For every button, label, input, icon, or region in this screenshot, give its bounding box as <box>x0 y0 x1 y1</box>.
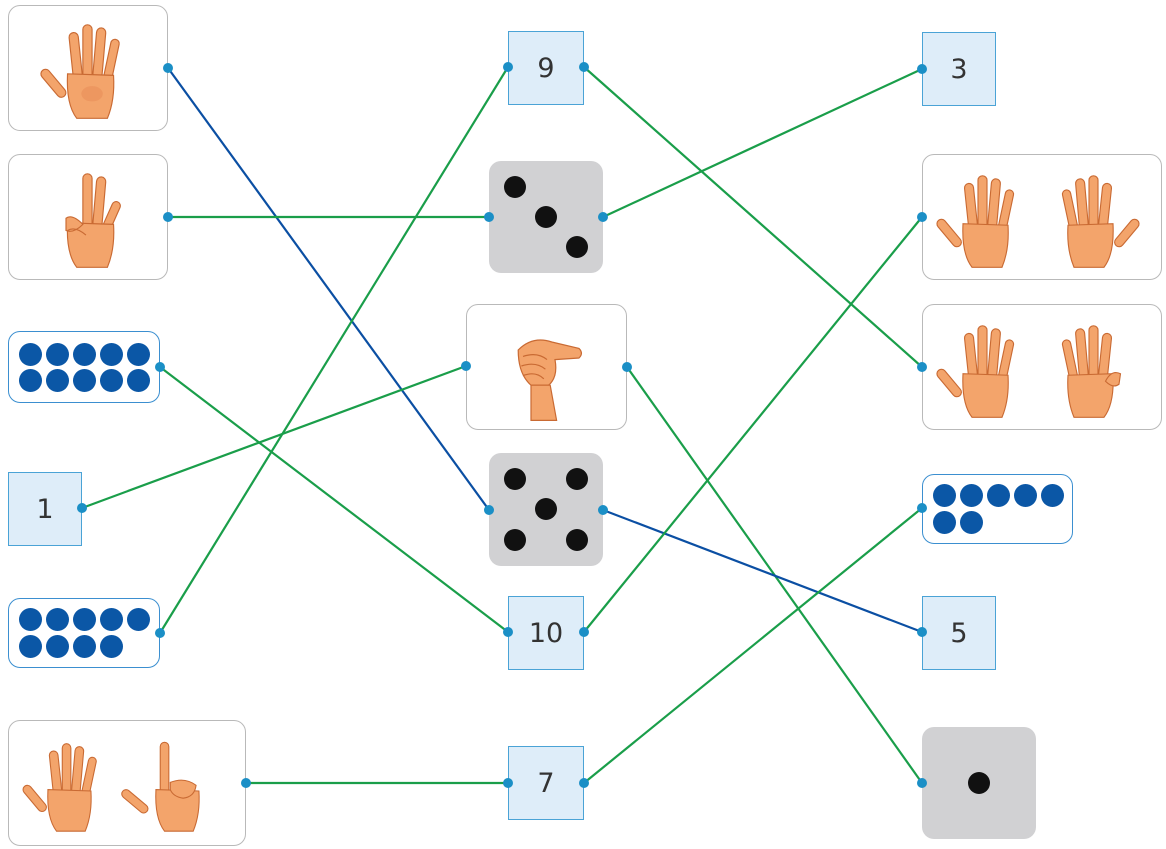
die-pip <box>566 468 588 490</box>
die-pip <box>968 772 990 794</box>
die-pip <box>566 236 588 258</box>
counter-dot <box>100 635 123 658</box>
middle-number-10-box[interactable]: 10 <box>508 596 584 670</box>
right-hands-9-card[interactable] <box>922 304 1162 430</box>
counter-dot <box>46 635 69 658</box>
middle-thumb-hand-card[interactable] <box>466 304 627 430</box>
line-dots10-to-num10 <box>159 366 509 633</box>
line-die3-to-num3 <box>602 68 923 218</box>
middle-die-three[interactable] <box>489 161 603 273</box>
counter-dot <box>46 343 69 366</box>
line-num10-to-hands10 <box>583 216 923 633</box>
die-pip <box>566 529 588 551</box>
open-hand-icon <box>1061 175 1140 268</box>
thumbs-up-hand-icon <box>517 339 582 421</box>
line-dots9-to-num9 <box>159 66 509 634</box>
middle-number-7-box[interactable]: 7 <box>508 746 584 820</box>
open-hand-icon <box>936 175 1015 268</box>
line-num9-to-hands9 <box>583 66 923 368</box>
counter-dot <box>73 369 96 392</box>
die-pip <box>504 529 526 551</box>
counter-dot <box>19 343 42 366</box>
counter-dot <box>1041 484 1064 507</box>
left-number-1-box[interactable]: 1 <box>8 472 82 546</box>
counter-dot <box>19 608 42 631</box>
left-hand-5-card[interactable] <box>8 5 168 131</box>
counter-dot <box>933 511 956 534</box>
line-die5-to-num5 <box>602 508 923 634</box>
counter-dot <box>1014 484 1037 507</box>
right-die-one[interactable] <box>922 727 1036 839</box>
left-hands-7-card[interactable] <box>8 720 246 846</box>
counter-dot <box>127 369 150 392</box>
four-fingers-hand-icon <box>1061 325 1122 418</box>
counter-dot <box>19 369 42 392</box>
open-hand-icon <box>936 325 1015 418</box>
die-pip <box>535 498 557 520</box>
two-fingers-hand-icon <box>121 741 200 832</box>
line-num7-to-dots7 <box>583 507 923 784</box>
counter-dot <box>100 608 123 631</box>
counter-dot <box>73 343 96 366</box>
counter-dot <box>987 484 1010 507</box>
right-number-5-box[interactable]: 5 <box>922 596 996 670</box>
die-pip <box>504 176 526 198</box>
counter-dot <box>960 484 983 507</box>
right-hands-10-card[interactable] <box>922 154 1162 280</box>
counter-dot <box>19 635 42 658</box>
left-nine-dots-card[interactable] <box>8 598 160 668</box>
counter-dot <box>127 608 150 631</box>
left-hand-3-card[interactable] <box>8 154 168 280</box>
counter-dot <box>73 635 96 658</box>
counter-dot <box>100 369 123 392</box>
counter-dot <box>46 369 69 392</box>
counter-dot <box>100 343 123 366</box>
counter-dot <box>73 608 96 631</box>
counter-dot <box>933 484 956 507</box>
three-fingers-hand-icon <box>65 173 121 268</box>
line-hand5-to-die5 <box>167 67 490 511</box>
middle-number-9-box[interactable]: 9 <box>508 31 584 105</box>
middle-die-five[interactable] <box>489 453 603 566</box>
open-hand-icon <box>22 743 97 832</box>
die-pip <box>535 206 557 228</box>
line-num1-to-thumb <box>81 364 467 510</box>
counter-dot <box>127 343 150 366</box>
right-seven-dots-card[interactable] <box>922 474 1073 544</box>
counter-dot <box>46 608 69 631</box>
die-pip <box>504 468 526 490</box>
counter-dot <box>960 511 983 534</box>
left-ten-dots-card[interactable] <box>8 331 160 403</box>
open-hand-icon <box>40 24 120 119</box>
right-number-3-box[interactable]: 3 <box>922 32 996 106</box>
